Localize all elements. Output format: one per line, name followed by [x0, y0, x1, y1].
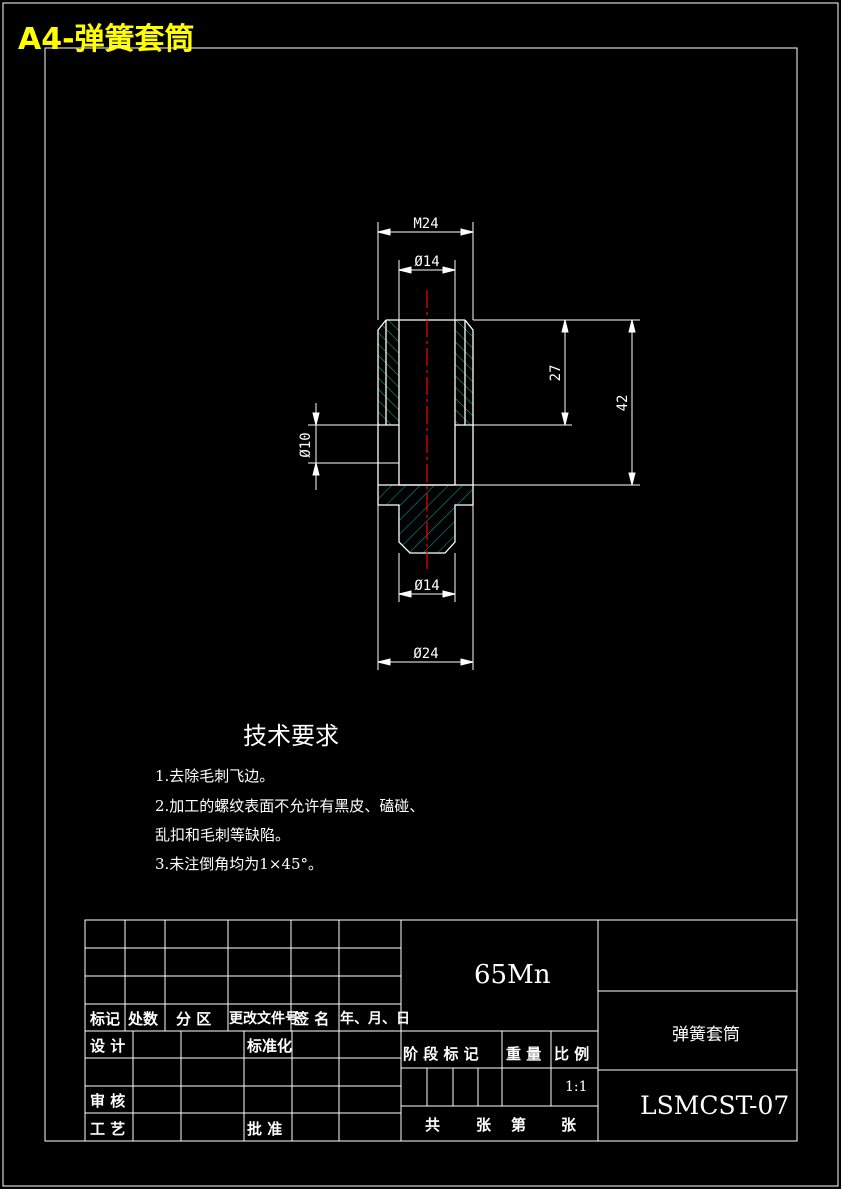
header-weight: 重 量	[506, 1045, 542, 1063]
header-stage-mark: 阶 段 标 记	[403, 1045, 479, 1063]
role-standardize: 标准化	[247, 1037, 293, 1055]
sheets-unit-2: 张	[561, 1116, 577, 1134]
header-ratio: 比 例	[554, 1045, 590, 1063]
role-approve: 批 准	[247, 1120, 283, 1138]
part-section-view	[377, 290, 474, 570]
dim-d24: Ø24	[413, 646, 438, 662]
left-wall-hatch	[378, 320, 399, 425]
tech-requirement-item: 乱扣和毛刺等缺陷。	[155, 826, 291, 844]
title-block-grid	[84, 919, 798, 1142]
dimension-lines	[308, 222, 640, 670]
header-mark: 标记	[90, 1010, 121, 1028]
bottom-body-hatch	[378, 485, 473, 553]
sheets-unit-1: 张	[476, 1116, 492, 1134]
dim-d14-bottom: Ø14	[414, 578, 439, 594]
material-label: 65Mn	[474, 960, 551, 990]
right-wall-hatch	[455, 320, 473, 425]
dim-m24: M24	[413, 216, 438, 232]
dim-d14-top: Ø14	[414, 254, 439, 270]
header-date: 年、月、日	[340, 1011, 410, 1027]
header-signature: 签 名	[294, 1010, 330, 1028]
sheet-title: A4-弹簧套筒	[18, 22, 195, 57]
tech-requirement-item: 3.未注倒角均为1×45°。	[155, 855, 324, 873]
tech-requirement-item: 1.去除毛刺飞边。	[155, 767, 275, 785]
sheets-total-label: 共	[425, 1116, 441, 1134]
role-process: 工 艺	[90, 1120, 126, 1138]
sheets-nth-label: 第	[511, 1116, 527, 1134]
scale-value: 1:1	[565, 1079, 588, 1095]
header-zone: 分 区	[176, 1010, 212, 1028]
tech-requirements-title: 技术要求	[243, 722, 339, 750]
dim-42: 42	[615, 395, 631, 412]
outer-contour-right	[464, 319, 474, 505]
dimension-labels: M24 Ø14 27 42 Ø10 Ø14 Ø24	[298, 216, 631, 662]
header-change-doc: 更改文件号	[229, 1011, 299, 1027]
tech-requirement-item: 2.加工的螺纹表面不允许有黑皮、磕碰、	[155, 797, 425, 815]
role-review: 审 核	[90, 1092, 126, 1110]
drawing-number: LSMCST-07	[640, 1091, 790, 1120]
header-count: 处数	[128, 1010, 159, 1028]
part-name: 弹簧套筒	[672, 1025, 740, 1045]
dim-d10: Ø10	[298, 432, 314, 457]
outer-contour-left	[377, 319, 387, 505]
role-design: 设 计	[90, 1037, 126, 1055]
dim-27: 27	[548, 365, 564, 382]
